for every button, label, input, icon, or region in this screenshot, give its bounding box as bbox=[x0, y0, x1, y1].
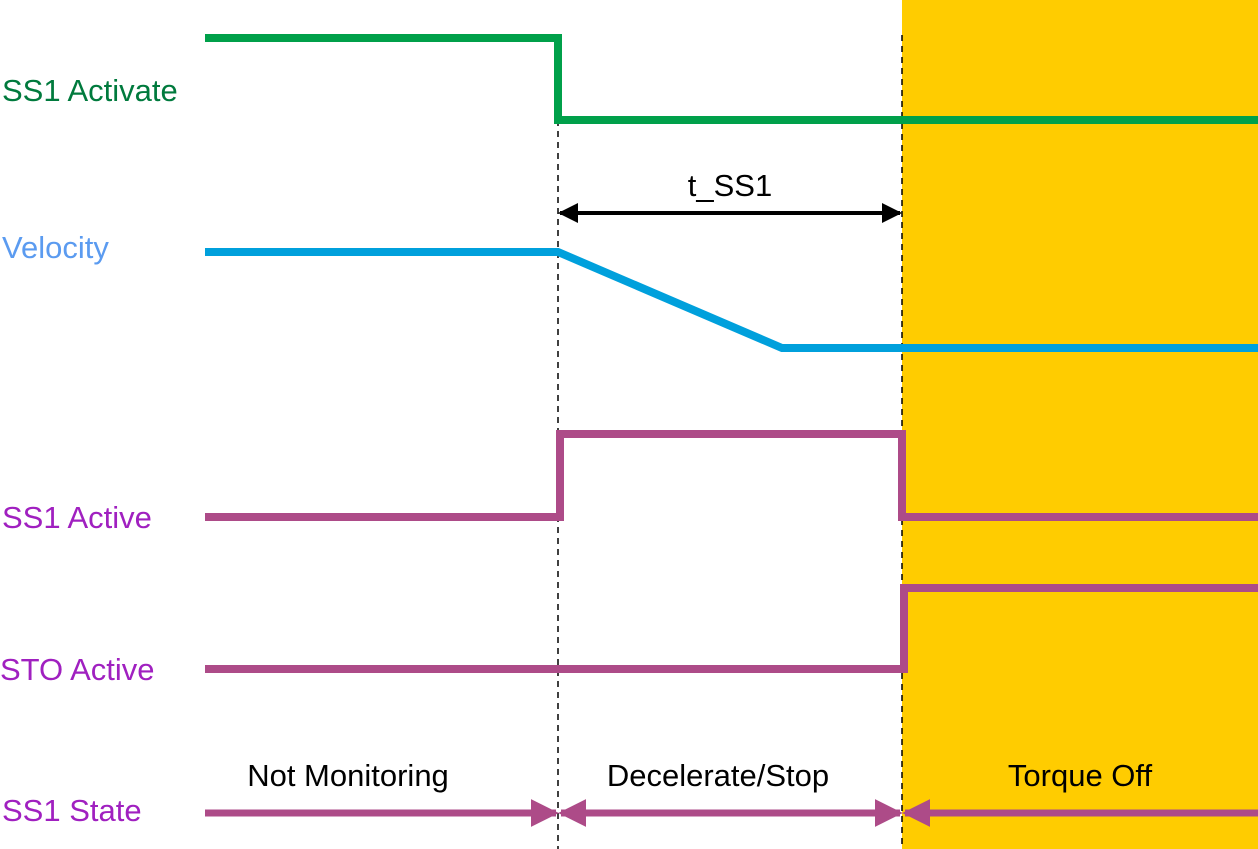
ss1-activate-waveform bbox=[205, 34, 1258, 124]
signal-label-ss1-active: SS1 Active bbox=[2, 500, 152, 535]
state-label-torque-off: Torque Off bbox=[1008, 758, 1153, 793]
sto-active-waveform bbox=[205, 584, 1258, 673]
ss1-active-waveform bbox=[205, 430, 1258, 521]
state-label-not-monitoring: Not Monitoring bbox=[247, 758, 449, 793]
signal-label-ss1-activate: SS1 Activate bbox=[2, 73, 178, 108]
velocity-waveform bbox=[205, 248, 1258, 352]
t-ss1-label: t_SS1 bbox=[688, 168, 772, 203]
torque-off-zone bbox=[902, 0, 1258, 849]
signal-label-velocity: Velocity bbox=[2, 230, 109, 265]
signal-label-ss1-state: SS1 State bbox=[2, 793, 142, 828]
state-label-decelerate-stop: Decelerate/Stop bbox=[607, 758, 829, 793]
signal-label-sto-active: STO Active bbox=[0, 652, 155, 687]
